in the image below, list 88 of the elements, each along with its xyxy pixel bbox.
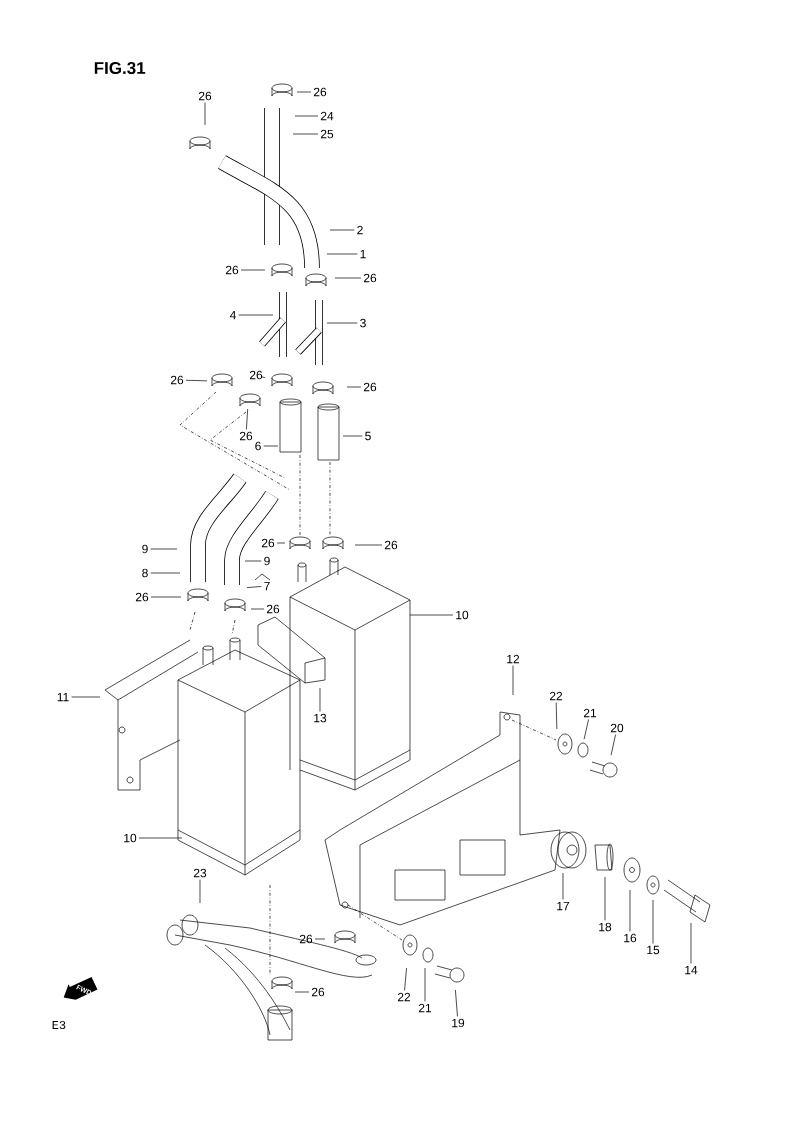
leader-line	[455, 989, 458, 1017]
leader-line	[199, 879, 201, 904]
leader-line	[204, 102, 206, 126]
leader-line	[652, 899, 654, 944]
callout-number: 2	[357, 225, 363, 235]
leader-line	[150, 572, 181, 574]
leader-line	[326, 322, 358, 324]
callout-number: 20	[610, 723, 624, 733]
callout-number: 18	[599, 922, 612, 932]
leader-line	[294, 991, 310, 993]
leader-line	[263, 445, 279, 447]
leader-line	[246, 586, 262, 588]
callout-number: 26	[239, 431, 253, 441]
callout-number: 22	[397, 992, 411, 1002]
leader-line	[244, 560, 262, 562]
leader-line	[292, 133, 319, 135]
leader-line	[329, 229, 355, 231]
leader-line	[555, 702, 558, 730]
callout-number: 26	[311, 987, 325, 997]
leader-line	[512, 665, 514, 696]
leader-line	[246, 408, 249, 430]
callout-number: 1	[360, 249, 366, 259]
callout-number: 7	[264, 581, 270, 591]
callout-number: 11	[57, 692, 69, 702]
leader-line	[138, 837, 183, 839]
leader-line	[238, 314, 274, 316]
leader-line	[604, 876, 606, 921]
leader-line	[610, 734, 616, 756]
callout-number: 26	[170, 375, 184, 385]
leader-line	[260, 376, 266, 379]
leader-line	[240, 269, 266, 271]
callout-number: 3	[360, 318, 366, 328]
leader-line	[409, 614, 454, 616]
callout-number: 21	[418, 1003, 432, 1013]
callout-number: 4	[229, 310, 236, 320]
callout-number: 16	[624, 933, 637, 943]
callout-number: 10	[124, 833, 137, 843]
callout-number: 9	[142, 544, 148, 554]
leader-line	[404, 967, 407, 991]
leader-line	[334, 277, 362, 279]
callout-number: 8	[142, 568, 148, 578]
leader-line	[629, 889, 631, 932]
leader-line	[150, 548, 178, 550]
leader-line	[326, 253, 358, 255]
leader-line	[71, 696, 101, 698]
leader-line	[150, 596, 182, 598]
callout-number: 12	[507, 654, 520, 664]
leader-line	[424, 967, 426, 1002]
callout-number: 25	[320, 129, 334, 139]
callout-number: 15	[647, 945, 660, 955]
callout-number: 21	[583, 708, 597, 718]
callout-number: 9	[264, 556, 270, 566]
model-code: E3	[52, 1020, 66, 1030]
callout-number: 5	[365, 431, 371, 441]
callout-number: 10	[456, 610, 469, 620]
leader-line	[342, 435, 363, 437]
callout-number: 14	[685, 965, 698, 975]
callout-number: 23	[193, 868, 207, 878]
callout-number: 13	[314, 713, 327, 723]
leader-line	[296, 91, 312, 93]
callout-number: 26	[313, 87, 327, 97]
callout-number: 26	[249, 370, 263, 380]
leader-line	[346, 386, 362, 388]
leader-line	[583, 719, 589, 740]
leader-line	[314, 938, 326, 940]
callout-number: 6	[255, 441, 261, 451]
leader-line	[250, 608, 265, 610]
leader-line	[185, 379, 208, 382]
leader-line	[690, 922, 692, 964]
callout-number: 17	[557, 901, 570, 911]
callout-number: 22	[549, 691, 563, 701]
leader-line	[294, 115, 319, 117]
callout-number: 26	[135, 592, 149, 602]
leader-line	[276, 542, 286, 544]
callout-number: 26	[266, 604, 280, 614]
callout-number: 26	[299, 934, 313, 944]
callout-number: 26	[198, 91, 212, 101]
callout-number: 19	[452, 1018, 465, 1028]
leader-line	[354, 544, 383, 546]
callout-number: 24	[320, 111, 334, 121]
leader-line	[562, 872, 564, 900]
figure-title: FIG.31	[94, 62, 146, 75]
callout-number: 26	[363, 273, 377, 283]
callout-number: 26	[384, 540, 398, 550]
callout-number: 26	[363, 382, 377, 392]
callout-number: 26	[261, 538, 275, 548]
callout-number: 26	[225, 265, 239, 275]
leader-line	[319, 687, 321, 712]
